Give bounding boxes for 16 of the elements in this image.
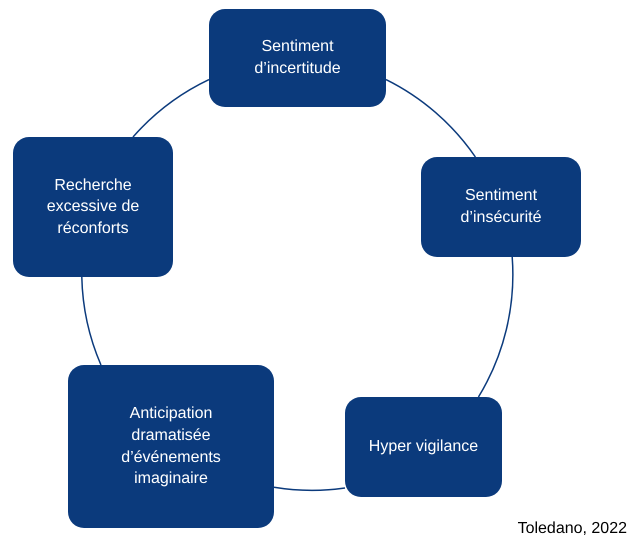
process-box (421, 157, 581, 257)
connector-arc (81, 276, 102, 366)
connector-arc (274, 486, 346, 492)
process-box (345, 397, 502, 497)
process-box (13, 137, 173, 277)
process-box (68, 365, 274, 528)
process-box (209, 9, 386, 107)
caption: Toledano, 2022 (518, 519, 627, 539)
connector-arc (386, 78, 476, 158)
box-label: Anticipation dramatisée d’événements imaginaire (120, 404, 222, 490)
box-label: Hyper vigilance (368, 437, 478, 458)
connector-arc (478, 257, 514, 398)
box-label: Sentiment d’insécurité (460, 186, 542, 228)
connector-arc (132, 78, 210, 138)
box-label: Recherche excessive de réconforts (46, 176, 140, 239)
box-label: Sentiment d’incertitude (253, 37, 342, 79)
